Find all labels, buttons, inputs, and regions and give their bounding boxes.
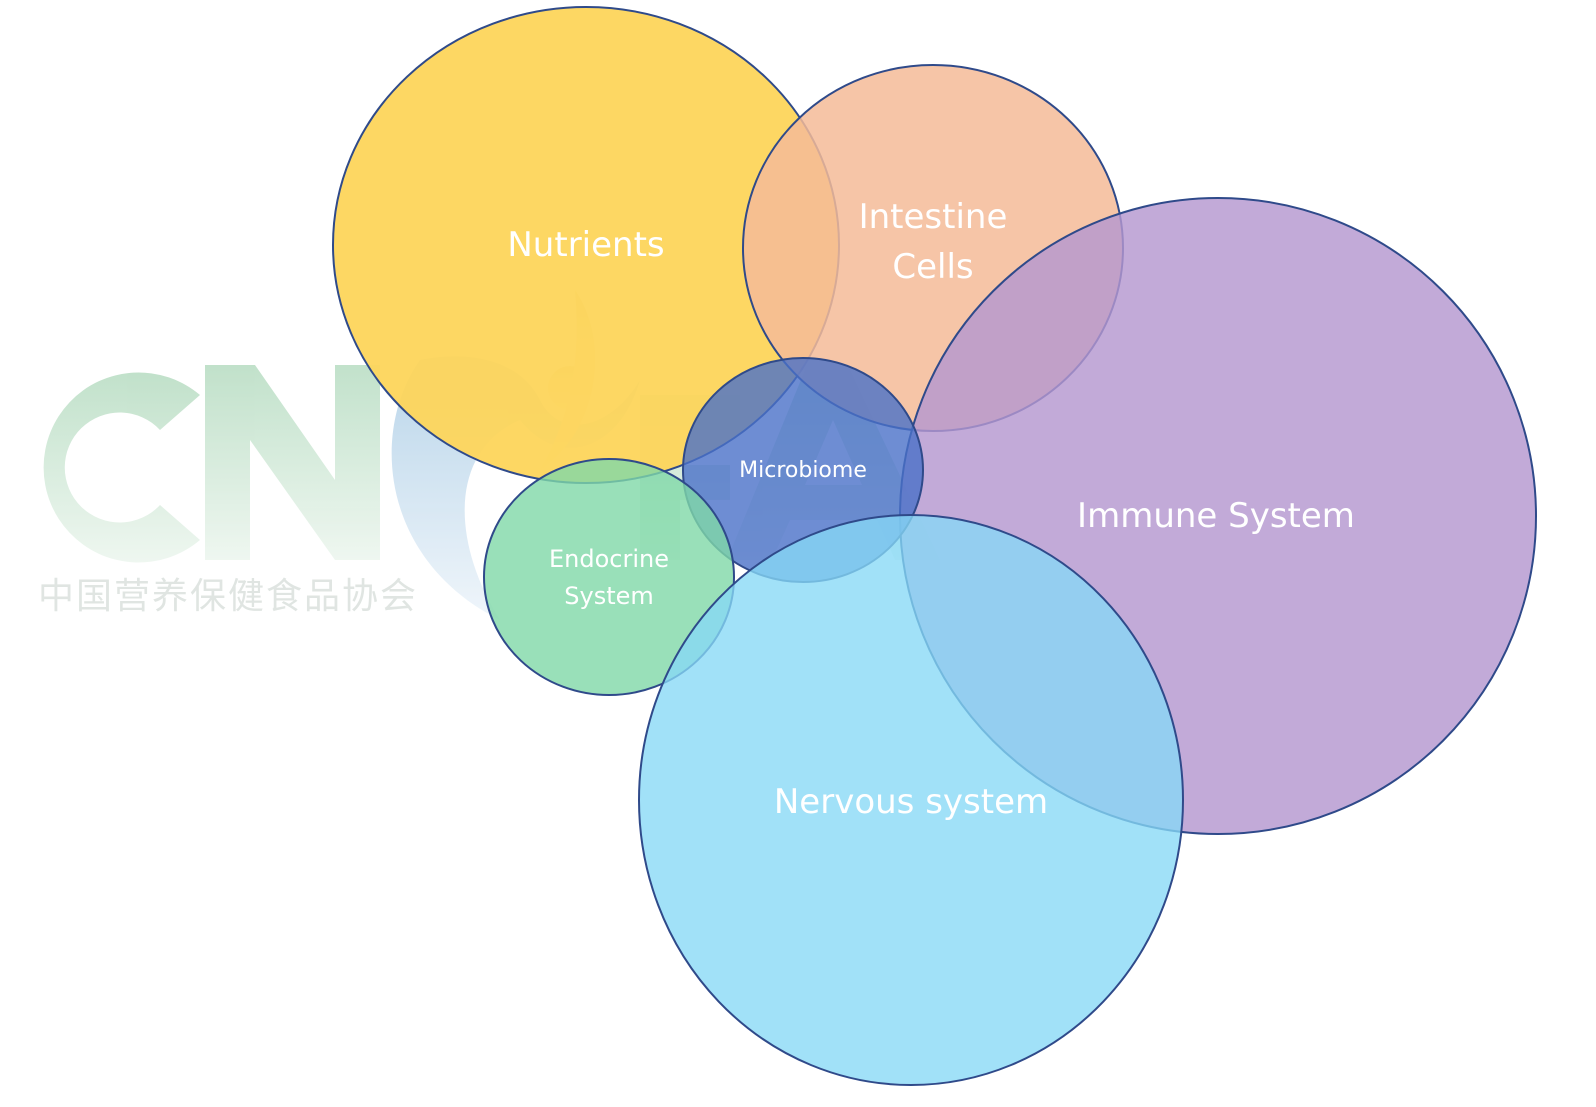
- venn-circles: [332, 6, 1537, 1086]
- watermark-letter-n: [205, 365, 380, 560]
- watermark-org-name: 中国营养保健食品协会: [38, 576, 418, 617]
- immune-system-label-line: Immune System: [1077, 496, 1355, 536]
- microbiome-label: Microbiome: [739, 458, 867, 483]
- watermark-letter-c: [43, 372, 201, 563]
- nervous-system-label-line: Nervous system: [774, 782, 1048, 822]
- nutrients-label: Nutrients: [507, 225, 664, 265]
- intestine-cells-label-line: Cells: [892, 247, 973, 287]
- endocrine-system-circle: [483, 458, 735, 696]
- endocrine-system-label-line: System: [564, 582, 654, 610]
- microbiome-label-line: Microbiome: [739, 458, 867, 483]
- nervous-system-label: Nervous system: [774, 782, 1048, 822]
- nutrients-label-line: Nutrients: [507, 225, 664, 265]
- nervous-system-circle: [638, 514, 1184, 1086]
- endocrine-system-label-line: Endocrine: [549, 545, 669, 573]
- immune-system-label: Immune System: [1077, 496, 1355, 536]
- intestine-cells-label-line: Intestine: [859, 197, 1008, 237]
